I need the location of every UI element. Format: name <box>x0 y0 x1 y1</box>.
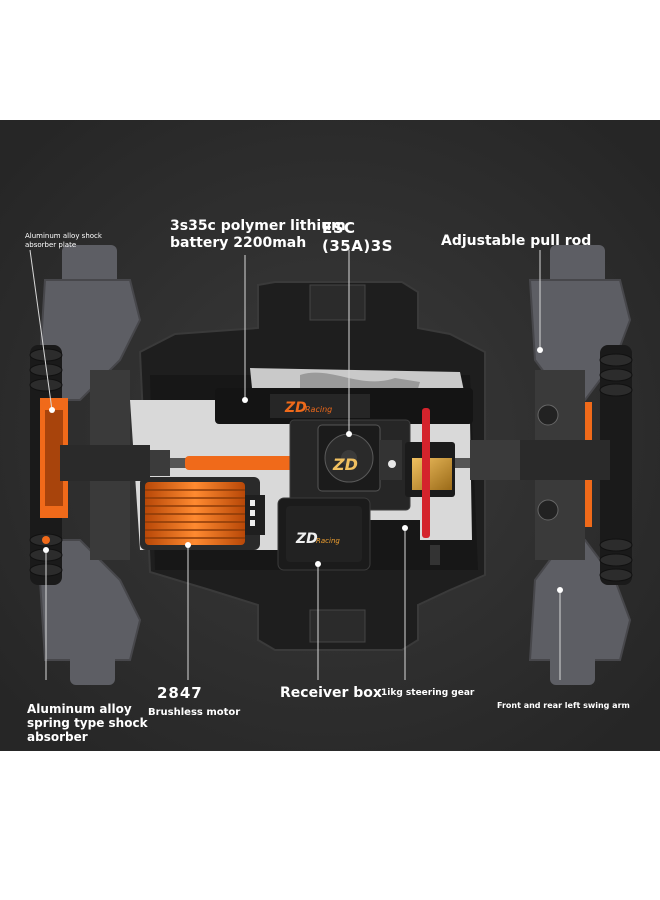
steering-servo <box>405 408 455 565</box>
product-photo: ZD Racing ZD <box>0 120 660 751</box>
svg-text:ZD: ZD <box>295 531 318 547</box>
receiver-box-label: Receiver box <box>280 685 382 701</box>
motor-number-label: 2847 <box>157 684 203 702</box>
swing-arm-label: Front and rear left swing arm <box>497 701 630 710</box>
svg-text:ZD: ZD <box>332 455 358 474</box>
svg-text:Racing: Racing <box>305 405 332 414</box>
steering-gear-label: 1ikg steering gear <box>381 688 475 698</box>
shock-plate-label: Aluminum alloy shock absorber plate <box>25 232 102 249</box>
rc-chassis-illustration: ZD Racing ZD <box>0 120 660 751</box>
pull-rod-label: Adjustable pull rod <box>441 233 592 249</box>
svg-text:ZD: ZD <box>284 400 307 416</box>
esc-label-line2: (35A)3S <box>322 237 393 255</box>
battery-label-line1: 3s35c polymer lithium <box>170 218 346 234</box>
shock-absorber-line2: spring type shock <box>27 716 148 730</box>
shock-absorber-line3: absorber <box>27 730 88 744</box>
receiver-box: ZD Racing <box>277 497 371 571</box>
motor-label: Brushless motor <box>148 707 241 718</box>
svg-text:Racing: Racing <box>316 537 340 545</box>
callout-lines <box>29 249 561 680</box>
esc-unit: ZD <box>289 419 411 511</box>
rear-suspension-right <box>520 245 633 685</box>
battery-strap: ZD Racing <box>215 388 473 424</box>
battery-label-line2: battery 2200mah <box>170 235 307 251</box>
brushless-motor <box>140 477 265 550</box>
front-suspension-left <box>29 245 150 685</box>
shock-absorber-line1: Aluminum alloy <box>27 702 132 716</box>
esc-label-line1: ESC <box>322 219 356 237</box>
callout-dots <box>43 347 563 593</box>
